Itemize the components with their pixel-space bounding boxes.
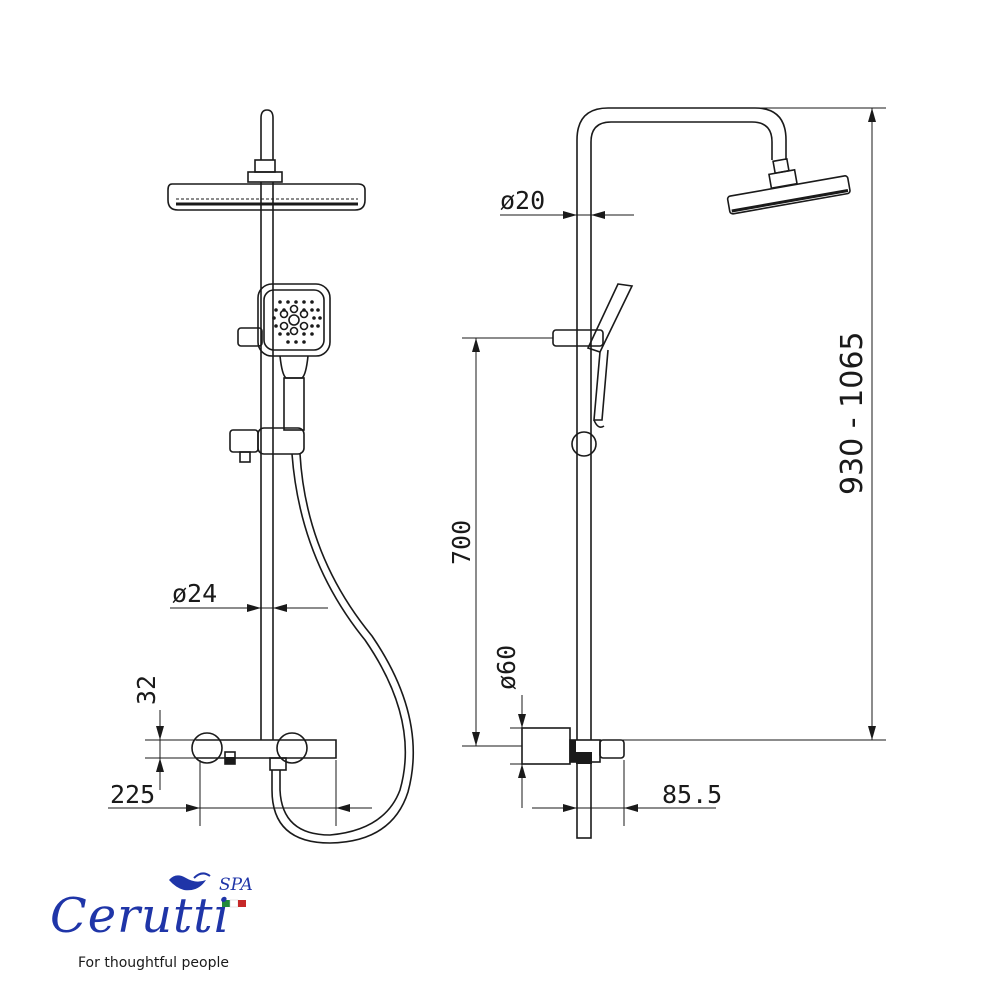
riser-outer (576, 107, 787, 740)
flag-green-icon (222, 900, 230, 907)
overhead-shower-side (726, 175, 851, 215)
dim-side-pipe-diameter-label: ø20 (500, 186, 545, 215)
brand-name: Cerutti (50, 888, 230, 944)
dim-side-flange-diameter (510, 695, 526, 808)
dim-total-height-label: 930 - 1065 (835, 331, 870, 495)
dim-front-offset-height (145, 710, 196, 790)
dim-front-offset-height-label: 32 (132, 675, 161, 705)
hand-shower-side (586, 283, 634, 428)
flag-red-icon (238, 900, 246, 907)
mixer-side (521, 727, 625, 839)
side-slider-knob (571, 431, 597, 457)
dim-total-height (600, 107, 886, 741)
upper-rail-bracket (237, 327, 263, 347)
brand-suffix: SPA (219, 875, 253, 895)
front-view: ø24 32 225 (108, 109, 415, 844)
brand-logo-graphic (169, 872, 246, 908)
overhead-shower-front (167, 183, 366, 211)
riser-inner (590, 121, 773, 740)
bird-icon (169, 875, 206, 891)
flag-white-icon (229, 899, 239, 908)
dim-side-wall-offset (532, 760, 716, 826)
dim-side-wall-offset-label: 85.5 (662, 780, 722, 809)
slide-holder-front (229, 427, 305, 463)
showerhead-connector (247, 171, 283, 183)
hand-shower-front (257, 283, 331, 431)
brand-tagline: For thoughtful people (78, 955, 229, 971)
dim-front-center-distance-label: 225 (110, 780, 155, 809)
dim-front-bar-diameter-label: ø24 (172, 579, 217, 608)
dim-side-slider-height-label: 700 (447, 520, 476, 565)
hose-outer (279, 453, 407, 836)
dim-side-slider-height (462, 337, 553, 747)
thermostatic-mixer-front (191, 732, 337, 771)
rail-top-cap (260, 109, 274, 160)
side-view: ø20 700 (447, 107, 886, 839)
dim-side-pipe-diameter (500, 211, 634, 219)
dim-front-bar-diameter (170, 604, 328, 612)
hose-inner (271, 453, 415, 844)
rail-top-nut (254, 159, 276, 173)
dim-side-flange-diameter-label: ø60 (492, 645, 521, 690)
dim-front-center-distance (108, 760, 372, 826)
